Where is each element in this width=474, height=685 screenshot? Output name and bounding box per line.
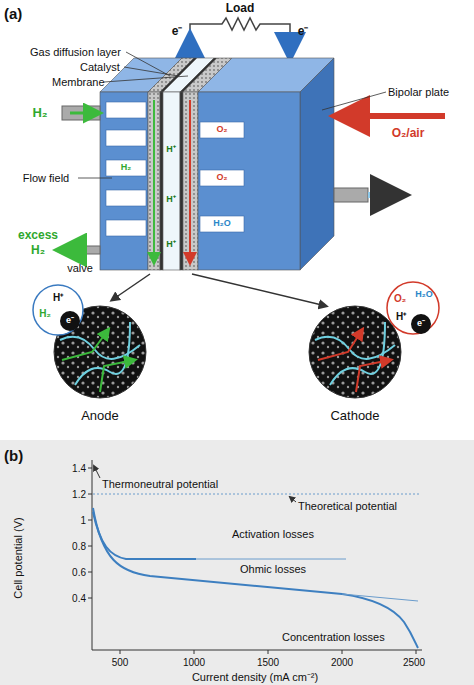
cell-side-face [300, 58, 334, 270]
hydrogen-inlet [62, 106, 100, 120]
part-label: Membrane [52, 76, 105, 88]
leader-line [78, 52, 386, 178]
cathode-inset [387, 282, 439, 334]
tick-label: 1.4 [72, 463, 86, 474]
cathode-pores [315, 322, 395, 392]
channel-gas: H₂O [213, 219, 231, 229]
proton-label: H⁺ [53, 292, 63, 303]
valve-symbol [70, 243, 86, 257]
gas-label: H₂ [39, 308, 51, 319]
oxygen-inlet-arrow [340, 113, 445, 119]
panel-label: (a) [4, 6, 22, 23]
zoom-label: Anode [81, 409, 119, 423]
load-label: Load [226, 2, 255, 15]
zoom-label: Cathode [330, 409, 379, 423]
electron-arrow [188, 36, 192, 58]
curve-annotation: Thermoneutral potential [102, 478, 218, 490]
polarization-curve [93, 508, 418, 648]
leader-arrow [94, 466, 100, 478]
part-label: valve [67, 262, 93, 274]
ohmic-line [342, 594, 418, 601]
hydrogen-arrow [70, 112, 98, 115]
excess-arrow [62, 248, 68, 253]
carbon-particle [411, 314, 431, 334]
part-label: Gas diffusion layer [30, 46, 121, 58]
cathode-zoom [309, 306, 401, 398]
axis-title: Current density (mA cm⁻²) [192, 671, 318, 683]
proton-label: H⁺ [166, 145, 176, 155]
curve-annotation: Activation losses [232, 528, 314, 540]
channel-gas: O₂ [217, 173, 228, 183]
electron-label: e⁻ [417, 319, 425, 329]
tick-label: 1 [80, 515, 86, 526]
channel-gas: H₂ [121, 163, 132, 173]
proton-label: H⁺ [396, 311, 406, 322]
electron-label: e⁻ [298, 25, 309, 38]
curve-annotation: Theoretical potential [298, 500, 397, 512]
proton-label: H⁺ [166, 240, 176, 250]
oxygen-flow [189, 100, 191, 262]
tick-label: 0.8 [72, 541, 86, 552]
anode-zoom [54, 306, 146, 398]
tick-label: 2500 [403, 657, 425, 668]
tick-label: 2000 [331, 657, 353, 668]
outlet-arrow [368, 192, 400, 198]
zoom-arrow [112, 274, 150, 300]
part-label: Bipolar plate [388, 86, 449, 98]
part-label: Catalyst [80, 61, 120, 73]
outlet-pipe [334, 188, 368, 202]
gas-label: H₂ [31, 244, 45, 257]
electron-label: e⁻ [172, 25, 183, 38]
gas-label: excess [18, 229, 58, 242]
curve-annotation: Concentration losses [282, 631, 385, 643]
carbon-particle [60, 311, 80, 331]
anode-inset [33, 285, 83, 335]
zoom-arrow [192, 274, 326, 306]
electron-label: e⁻ [66, 316, 74, 326]
tick-label: 0.6 [72, 567, 86, 578]
proton-label: H⁺ [166, 195, 176, 205]
tick-label: 1500 [257, 657, 279, 668]
chart-axis [88, 460, 422, 654]
chart-background [0, 440, 474, 685]
gas-label: H₂O [415, 290, 433, 300]
curve-annotation: Ohmic losses [240, 563, 306, 575]
anode-pores [60, 322, 140, 392]
cell-front-face [100, 92, 300, 270]
tick-label: 1.2 [72, 489, 86, 500]
panel-label: (b) [4, 448, 23, 465]
hydrogen-flow [153, 100, 155, 262]
cell-top-face [100, 58, 334, 92]
tick-label: 1000 [183, 657, 205, 668]
tick-label: 0.4 [72, 593, 86, 604]
theoretical-line [93, 494, 420, 495]
tick-label: 500 [112, 657, 129, 668]
electron-arrow [288, 34, 292, 56]
gas-label: O₂ [394, 293, 406, 304]
flow-channel [106, 102, 244, 236]
gas-label: H₂ [32, 106, 47, 120]
gas-label: O₂/air [392, 127, 425, 140]
axis-title: Cell potential (V) [12, 517, 24, 598]
leader-arrow [290, 497, 296, 502]
part-label: Flow field [23, 172, 69, 184]
activation-line [196, 559, 346, 560]
channel-gas: O₂ [217, 125, 228, 135]
